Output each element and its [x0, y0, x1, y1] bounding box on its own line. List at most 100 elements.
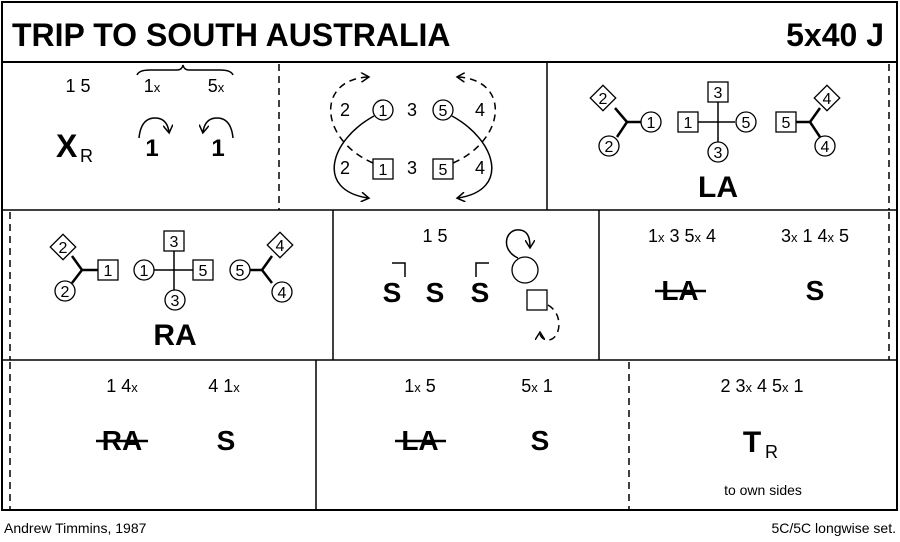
- dancer-square: [97, 259, 119, 281]
- cell-la-set: 1x 3 5x 4 3x 1 4x 5 LA S: [648, 226, 849, 306]
- brace: [136, 64, 234, 76]
- turn-arrow-icon: [203, 117, 234, 139]
- note-label: to own sides: [724, 482, 802, 498]
- dancer-circle: [133, 259, 155, 281]
- cell-right-hands-across: 2 2 1 3 1 5 3 5 4 4 RA: [49, 230, 294, 352]
- dance-title: TRIP TO SOUTH AUSTRALIA: [12, 17, 451, 53]
- couples-label: 3x 1 4x 5: [781, 226, 849, 246]
- dancer-circle: [640, 111, 662, 133]
- figure-label: S: [806, 275, 825, 306]
- set-label: 5C/5C longwise set.: [771, 520, 896, 536]
- dancer-square: [707, 81, 729, 103]
- couples-label: 5x 1: [521, 376, 553, 396]
- dancer-label: 4: [475, 100, 485, 120]
- turn-label: 1: [145, 135, 158, 162]
- couples-label: 2 3x 4 5x 1: [720, 376, 803, 396]
- dancer-square: [432, 158, 454, 180]
- figure-label: T: [743, 426, 761, 459]
- cell-left-hands-across: 2 2 1 3 1 5 3 5 4 4 LA: [589, 81, 841, 204]
- dancer-circle: [271, 281, 293, 303]
- dancer-square: [192, 259, 214, 281]
- dancer-square: [526, 289, 548, 311]
- dance-code: 5x40 J: [786, 17, 884, 53]
- dancer-label: 2: [599, 91, 608, 108]
- dancer-label: 5: [439, 103, 448, 120]
- step-label: S: [383, 277, 402, 308]
- dancer-label: 2: [59, 240, 68, 257]
- dancer-label: 3: [714, 85, 723, 102]
- dancer-circle: [372, 99, 394, 121]
- figure-label: S: [217, 425, 236, 456]
- cell-turn: 2 3x 4 5x 1 T R to own sides: [720, 376, 803, 498]
- dancer-label: 5: [782, 115, 791, 132]
- dancer-circle: [598, 135, 620, 157]
- dancer-label: 4: [278, 285, 287, 302]
- dancer-square: [775, 111, 797, 133]
- dancer-diamond: [589, 84, 617, 112]
- dancer-label: 1: [684, 115, 693, 132]
- turn-arrow-icon: [138, 117, 169, 139]
- dancer-label: 3: [714, 145, 723, 162]
- dancer-label: 5: [742, 115, 751, 132]
- dancer-diamond: [49, 233, 77, 261]
- cell-set: 1 5 S S S: [383, 226, 560, 341]
- cell-ra-set: 1 4x 4 1x RA S: [96, 376, 240, 456]
- dancer-circle: [735, 111, 757, 133]
- figure-subscript: R: [765, 442, 778, 462]
- dancer-label: 1: [647, 115, 656, 132]
- dancer-circle: [229, 259, 251, 281]
- path-arrow-icon: [330, 77, 374, 164]
- figure-label: RA: [153, 319, 196, 352]
- dancer-label: 1: [379, 103, 388, 120]
- dancer-circle: [432, 99, 454, 121]
- turn-arrow-icon: [540, 304, 560, 341]
- dancer-label: 4: [276, 238, 285, 255]
- dancer-diamond: [813, 84, 841, 112]
- couples-label: 1 5: [422, 226, 447, 246]
- dancer-label: 3: [171, 293, 180, 310]
- couples-label: 1x 5: [404, 376, 436, 396]
- corner-mark: [475, 262, 489, 277]
- corner-mark: [392, 262, 406, 277]
- dancer-square: [677, 111, 699, 133]
- path-arrow-icon: [452, 77, 496, 164]
- dancer-circle: [814, 135, 836, 157]
- figure-label: S: [531, 425, 550, 456]
- dancer-label: 5: [439, 162, 448, 179]
- couples-label: 1x 3 5x 4: [648, 226, 716, 246]
- step-label: S: [471, 277, 490, 308]
- cell-cross-turn: 1 5 1x 5x X R 1 1: [56, 64, 234, 166]
- author-label: Andrew Timmins, 1987: [4, 520, 147, 536]
- dancer-label: 5: [199, 263, 208, 280]
- dancer-square: [372, 158, 394, 180]
- couple-label: 5x: [208, 76, 225, 96]
- dancer-label: 1: [104, 263, 113, 280]
- couple-label: 1x: [144, 76, 161, 96]
- dancer-label: 3: [407, 100, 417, 120]
- dancer-circle: [164, 289, 186, 311]
- dancer-label: 3: [170, 234, 179, 251]
- turn-label: 1: [211, 135, 224, 162]
- dancer-circle: [707, 141, 729, 163]
- dancer-label: 2: [340, 158, 350, 178]
- dancer-label: 2: [340, 100, 350, 120]
- couples-label: 1 4x: [106, 376, 138, 396]
- dancer-label: 2: [61, 284, 70, 301]
- frame: [1, 1, 898, 511]
- dancer-diamond: [266, 231, 294, 259]
- dancer-circle: [511, 256, 539, 284]
- cell-la-set-2: 1x 5 5x 1 LA S: [395, 376, 553, 456]
- path-arrow-icon: [333, 115, 375, 198]
- figure-label: X: [56, 128, 78, 164]
- dancer-circle: [54, 280, 76, 302]
- step-label: S: [426, 277, 445, 308]
- turn-arrow-icon: [505, 229, 530, 259]
- couples-label: 1 5: [65, 76, 90, 96]
- dancer-label: 4: [823, 91, 832, 108]
- dancer-square: [163, 230, 185, 252]
- couples-label: 4 1x: [208, 376, 240, 396]
- dancer-label: 4: [821, 139, 830, 156]
- path-arrow-icon: [451, 115, 493, 198]
- dancer-label: 3: [407, 158, 417, 178]
